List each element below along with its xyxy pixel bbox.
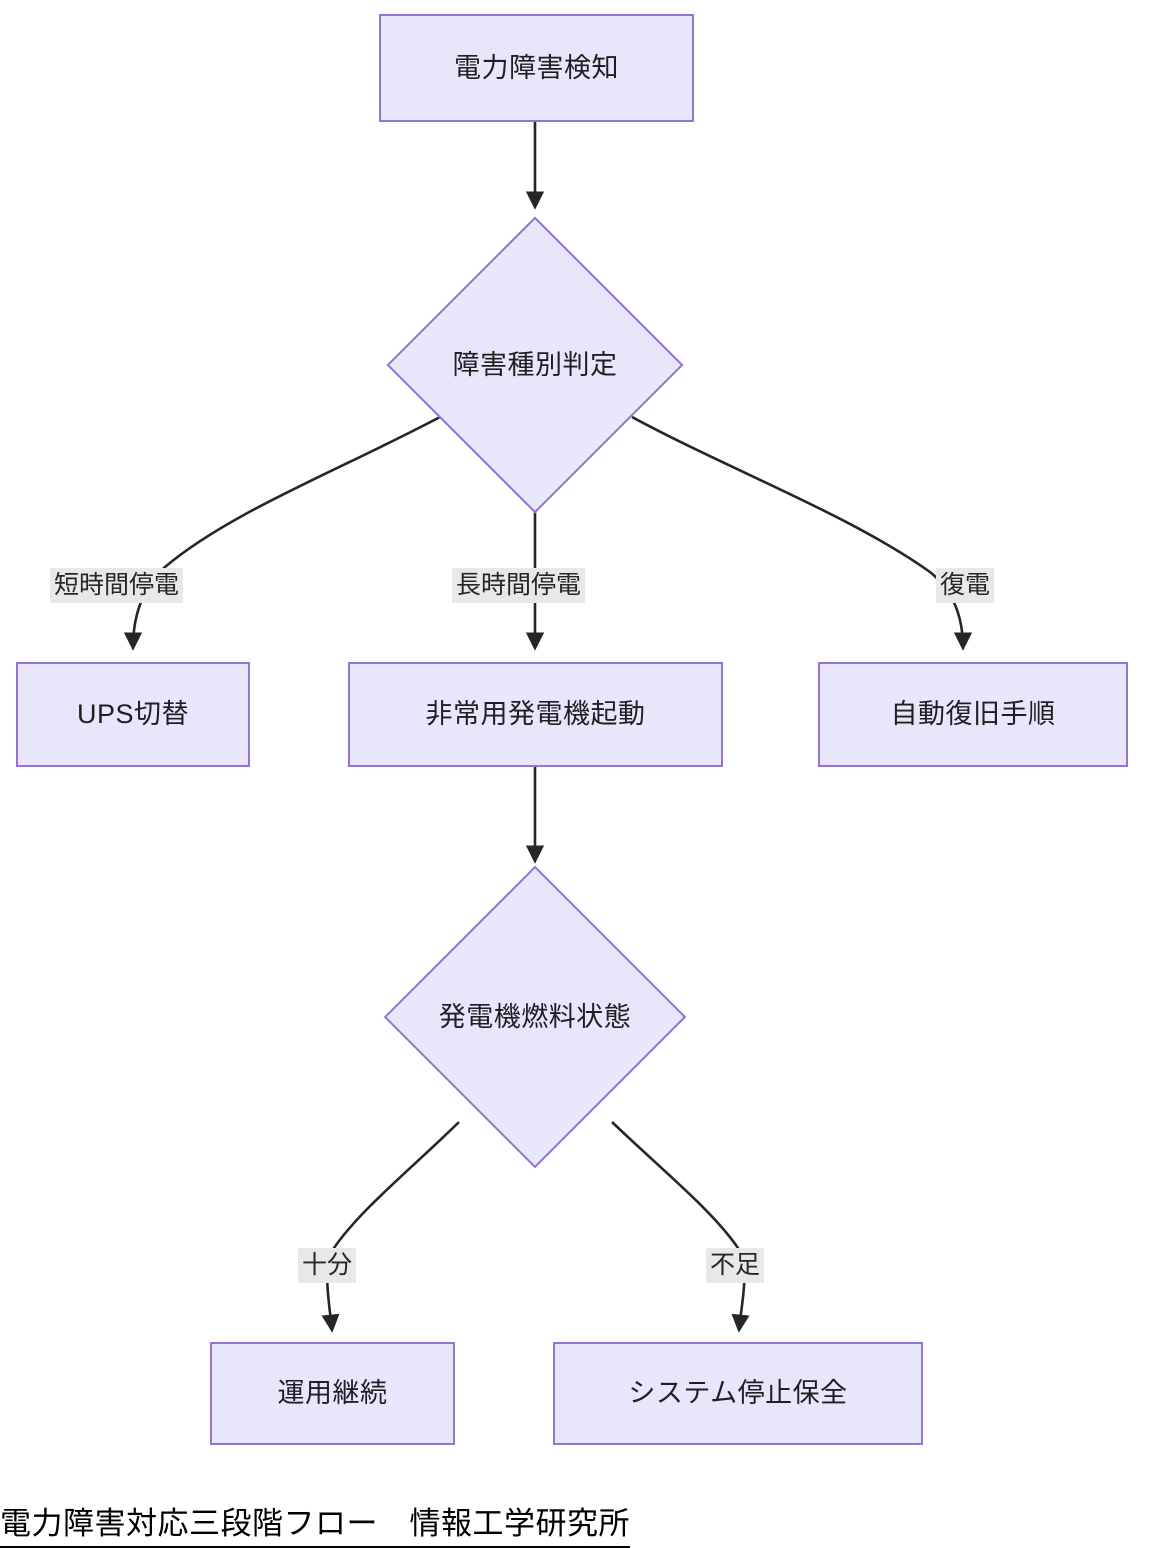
node-generator-label: 非常用発電機起動 [425,699,646,730]
edge-label-power-restored: 復電 [936,568,995,604]
node-detect[interactable]: 電力障害検知 [379,14,694,122]
node-fuel-status-label: 発電機燃料状態 [438,1001,632,1032]
node-continue-operation-label: 運用継続 [277,1378,388,1409]
edge-label-long-outage: 長時間停電 [452,568,586,604]
node-detect-label: 電力障害検知 [454,52,619,83]
node-ups-label: UPS切替 [76,699,190,730]
edge-label-short-outage: 短時間停電 [50,568,184,604]
node-generator[interactable]: 非常用発電機起動 [348,662,723,767]
edge-classify-ups [123,415,441,651]
edge-label-fuel-sufficient: 十分 [298,1248,357,1284]
node-continue-operation[interactable]: 運用継続 [210,1342,455,1445]
node-auto-recovery[interactable]: 自動復旧手順 [818,662,1128,767]
node-shutdown-maintenance[interactable]: システム停止保全 [553,1342,923,1445]
edge-fuel-continue [321,1121,460,1333]
edge-fuel-shutdown [611,1121,750,1333]
node-auto-recovery-label: 自動復旧手順 [890,699,1056,730]
node-classify-label: 障害種別判定 [452,349,618,380]
node-classify[interactable]: 障害種別判定 [386,216,684,514]
node-fuel-status[interactable]: 発電機燃料状態 [383,865,687,1169]
node-shutdown-maintenance-label: システム停止保全 [628,1378,848,1409]
diagram-caption: 電力障害対応三段階フロー 情報工学研究所 [0,1498,1158,1548]
node-ups[interactable]: UPS切替 [16,662,250,767]
diagram-caption-text: 電力障害対応三段階フロー 情報工学研究所 [0,1498,630,1548]
edge-classify-autorec [631,415,973,651]
edge-label-fuel-insufficient: 不足 [706,1248,765,1284]
